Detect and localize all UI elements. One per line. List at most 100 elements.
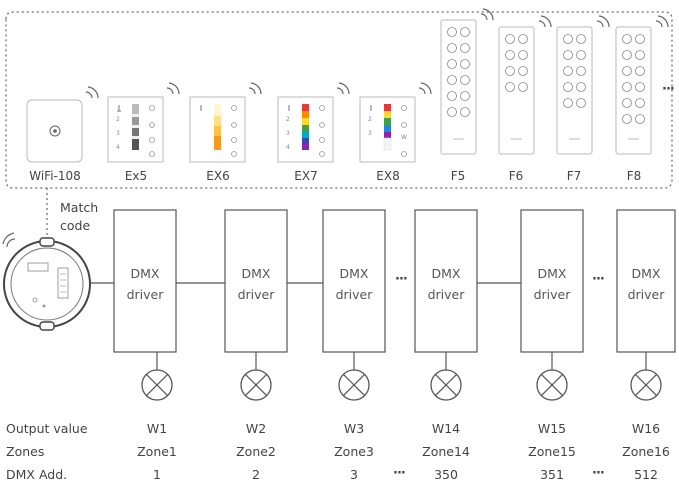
f8-remote-key — [622, 66, 632, 76]
ex5-key-2: 2 — [116, 116, 120, 123]
output-value: W3 — [343, 421, 365, 436]
f6-remote-key — [518, 66, 528, 76]
dmx-driver-box — [520, 209, 584, 353]
f5-remote-body — [440, 19, 477, 155]
lamp-icon-cross — [145, 373, 169, 397]
zone-value: Zone15 — [528, 444, 576, 459]
ex5-key-3: 3 — [116, 130, 120, 137]
ex7-key-2: 2 — [286, 116, 290, 123]
f8-remote-key — [635, 114, 645, 124]
f8-remote-signal-icon — [655, 20, 663, 28]
ex7-key-3: 3 — [286, 130, 290, 137]
remote-label-f6: F6 — [508, 169, 524, 183]
f5-remote-key — [447, 27, 457, 37]
match-code-label: Match code — [60, 199, 98, 235]
address-ellipsis-1: ··· — [393, 466, 406, 481]
wifi108-device — [26, 86, 99, 163]
driver-6-line1: DMX — [631, 266, 661, 281]
f5-remote-key — [460, 27, 470, 37]
f7-remote-signal-icon — [596, 20, 604, 28]
lamp-icon-cross — [540, 373, 564, 397]
dmx-address: 351 — [540, 467, 564, 482]
driver-4-label: DMX driver — [415, 263, 477, 305]
dmx-driver-box — [414, 209, 478, 353]
ex7-panel — [277, 82, 350, 163]
dmx-address: 3 — [350, 467, 358, 482]
driver-4-line1: DMX — [431, 266, 461, 281]
f7-remote-signal-icon — [598, 15, 610, 28]
f5-remote-signal-icon — [482, 8, 494, 21]
f8-remote-key — [622, 34, 632, 44]
zone-value: Zone16 — [622, 444, 670, 459]
f6-remote-key — [518, 50, 528, 60]
driver-3-line1: DMX — [339, 266, 369, 281]
f6-remote-key — [518, 34, 528, 44]
zone-value: Zone2 — [236, 444, 276, 459]
f8-remote-key — [622, 50, 632, 60]
chain-ellipsis-1: ··· — [395, 272, 408, 287]
f7-remote-key — [563, 66, 573, 76]
f6-remote-signal-icon — [540, 15, 552, 28]
address-ellipsis-2: ··· — [592, 466, 605, 481]
output-value: W16 — [631, 421, 661, 436]
f6-remote-key — [518, 82, 528, 92]
ex8-key-2: 2 — [368, 116, 372, 123]
f5-remote-key — [460, 43, 470, 53]
row-header-zones: Zones — [6, 444, 45, 459]
zone-value: Zone1 — [137, 444, 177, 459]
f6-remote-signal-icon — [538, 20, 546, 28]
driver-4-line2: driver — [427, 287, 465, 302]
dmx-address: 512 — [634, 467, 658, 482]
f5-remote-key — [460, 75, 470, 85]
dmx-address: 1 — [153, 467, 161, 482]
f6-remote-key — [505, 66, 515, 76]
f6-remote-body — [498, 26, 535, 155]
f7-remote-key — [576, 34, 586, 44]
f5-remote-signal-icon — [480, 13, 488, 21]
row-header-output: Output value — [6, 421, 88, 436]
remote-label-ex7: EX7 — [294, 169, 318, 183]
f5-remote-key — [447, 107, 457, 117]
remote-label-f8: F8 — [626, 169, 642, 183]
remote-label-ex8: EX8 — [376, 169, 400, 183]
f5-remote-key — [447, 59, 457, 69]
lamp-icon-cross — [342, 373, 366, 397]
f-remotes — [440, 8, 669, 155]
dmx-driver-box — [113, 209, 177, 353]
driver-3-line2: driver — [335, 287, 373, 302]
zone-value: Zone3 — [334, 444, 374, 459]
output-value: W15 — [537, 421, 567, 436]
ex5-panel — [107, 82, 180, 163]
dmx-driver-box — [322, 209, 386, 353]
dmx-wiring — [90, 209, 676, 401]
lamp-icon-cross — [434, 373, 458, 397]
f8-remote-key — [622, 82, 632, 92]
f8-remote-key — [635, 50, 645, 60]
f7-remote-key — [563, 50, 573, 60]
dmx-address: 350 — [434, 467, 458, 482]
f8-remote-key — [635, 98, 645, 108]
dmx-driver-box — [616, 209, 676, 353]
ex8-key-3: 3 — [368, 130, 372, 137]
remote-ellipsis: ··· — [662, 82, 675, 97]
remote-label-wifi108: WiFi-108 — [29, 169, 81, 183]
driver-2-line1: DMX — [241, 266, 271, 281]
driver-6-line2: driver — [627, 287, 665, 302]
match-code-line2: code — [60, 218, 91, 233]
ex8-panel — [359, 82, 432, 163]
f8-remote-signal-icon — [657, 15, 669, 28]
f7-remote-body — [556, 26, 593, 155]
f7-remote-key — [576, 66, 586, 76]
f7-remote-key — [576, 82, 586, 92]
f5-remote-key — [460, 59, 470, 69]
f8-remote-key — [635, 82, 645, 92]
lamp-icon-cross — [244, 373, 268, 397]
ex7-key-4: 4 — [286, 144, 290, 151]
f8-remote-key — [635, 66, 645, 76]
driver-5-line2: driver — [533, 287, 571, 302]
f8-remote-key — [622, 98, 632, 108]
